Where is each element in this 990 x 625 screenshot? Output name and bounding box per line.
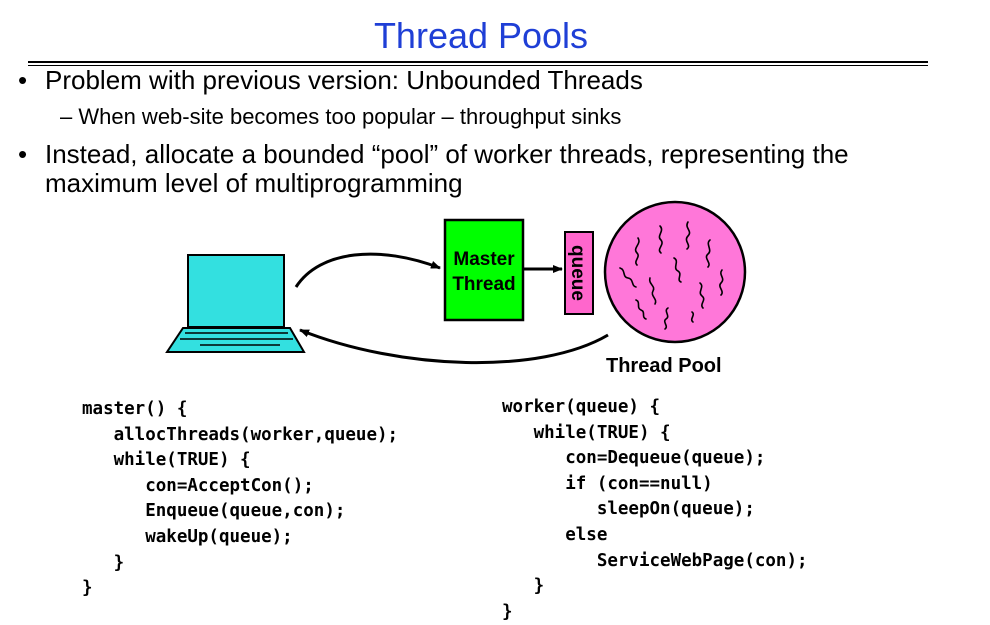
master-label-line2: Thread [452,274,515,295]
code-line: wakeUp(queue); [82,526,293,547]
code-line: while(TRUE) { [502,422,671,443]
bullet-dot: • [18,65,28,95]
queue-label: queue [567,245,588,301]
title-rule [28,61,928,63]
code-line: con=Dequeue(queue); [502,448,766,469]
code-line: if (con==null) [502,473,713,494]
queue-box [564,231,594,315]
laptop-icon [165,254,306,353]
thread-pool-label: Thread Pool [606,355,722,377]
bullet-1-sub: – When web-site becomes too popular – th… [60,104,622,129]
bullet-1-text: Problem with previous version: Unbounded… [45,65,643,95]
bullet-dot: • [18,139,28,169]
code-line: sleepOn(queue); [502,499,755,520]
bullet-2-text: Instead, allocate a bounded “pool” of wo… [45,139,849,198]
code-line: else [502,524,608,545]
slide-title: Thread Pools [373,15,589,56]
code-line: } [82,552,125,573]
code-line: master() { [82,399,188,419]
response-arrow [299,328,609,365]
thread-squiggle-icon [619,221,724,330]
code-line: ServiceWebPage(con); [502,550,808,571]
request-arrow [294,252,441,288]
code-line: worker(queue) { [502,397,661,417]
master-label-line1: Master [453,249,515,270]
code-line: Enqueue(queue,con); [82,501,346,522]
thread-pool-circle [603,200,747,344]
master-code-block: master() { allocThreads(worker,queue); w… [82,397,398,602]
code-line: con=AcceptCon(); [82,475,314,496]
code-line: allocThreads(worker,queue); [82,424,399,445]
code-line: } [82,578,93,599]
code-line: while(TRUE) { [82,450,251,471]
master-thread-box [443,218,525,322]
code-line: } [502,576,545,597]
title-rule-thin [28,65,928,66]
thread-pool-diagram: Master Thread queue [165,200,747,365]
worker-code-block: worker(queue) { while(TRUE) { con=Dequeu… [502,395,808,625]
